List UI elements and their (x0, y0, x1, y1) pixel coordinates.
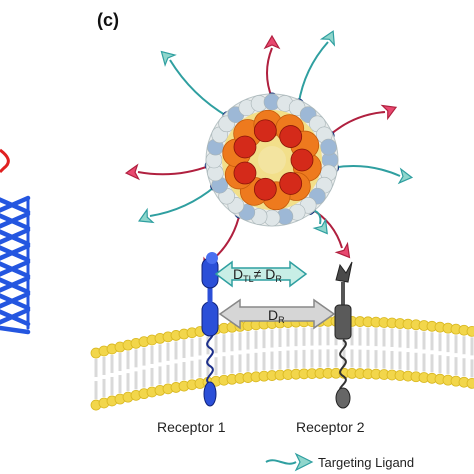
capsid-red-subunit (279, 125, 303, 148)
legend: Targeting Ligand (265, 452, 414, 472)
ligand-arrow-head (319, 30, 336, 47)
capsid-core (258, 146, 286, 174)
ligand-linker (137, 164, 211, 176)
dtl-main2: D (265, 266, 275, 282)
lipid-head (466, 325, 474, 337)
ligand-linker (333, 165, 401, 177)
receptor-2-label: Receptor 2 (296, 419, 365, 435)
ligand-arrow-head (263, 34, 281, 50)
receptor-2 (334, 261, 353, 409)
svg-text:DR: DR (268, 307, 285, 325)
distance-ligand-arrow: DTL≠ DR (214, 260, 308, 288)
ligand-arrow-head (160, 50, 177, 67)
ligand-linker (169, 59, 229, 118)
ligand-linker (328, 111, 386, 137)
lipid-head (466, 377, 474, 389)
distance-receptor-arrow: DR (218, 298, 336, 330)
ligand-linker (266, 47, 273, 99)
receptor-1-label: Receptor 1 (157, 419, 226, 435)
ligand-arrow-head (124, 163, 141, 181)
capsid-red-subunit (253, 119, 277, 143)
lipid-bilayer-membrane (90, 315, 474, 411)
dtl-sub: TL (243, 274, 254, 284)
ligand-arrow-icon (265, 459, 297, 465)
capsid-red-subunit (279, 172, 303, 195)
ligand-arrow-head (380, 104, 398, 121)
svg-text:DTL≠ DR: DTL≠ DR (233, 266, 282, 284)
capsid-surface-bead (320, 138, 337, 156)
capsid-red-subunit (233, 161, 257, 185)
capsid-red-subunit (253, 177, 277, 201)
dtl-sub-r: R (275, 274, 282, 284)
legend-targeting-ligand-label: Targeting Ligand (318, 455, 414, 470)
capsid-red-subunit (290, 148, 314, 172)
receptor-1 (201, 252, 219, 407)
ligand-arrow-head (334, 241, 351, 259)
legend-arrow-head (294, 452, 314, 472)
dr-main: D (268, 307, 278, 323)
capsid-red-subunit (233, 135, 257, 159)
dtl-main: D (233, 266, 243, 282)
ligand-arrow-head (138, 207, 155, 224)
dtl-neq: ≠ (254, 266, 266, 282)
ligand-linker (297, 41, 329, 105)
nanoparticle-capsid-icon (205, 93, 339, 227)
ligand-arrow-head (312, 217, 328, 235)
triple-helix-icon (0, 148, 31, 335)
ligand-arrow-head (397, 167, 414, 185)
ligand-linker (149, 185, 217, 217)
dr-sub: R (278, 315, 285, 325)
panel-label: (c) (97, 10, 119, 30)
